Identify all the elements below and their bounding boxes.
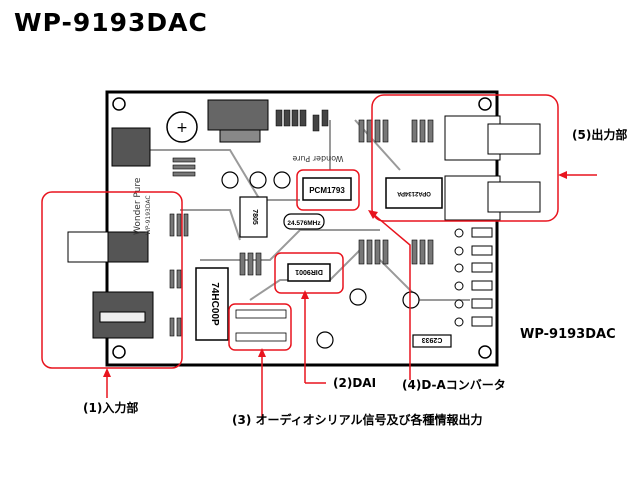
callout-dac: (4)D-Aコンバータ [402, 378, 506, 392]
crystal: 24.576MHz [283, 213, 325, 230]
page-title: WP-9193DAC [14, 8, 208, 37]
silkscreen-model: WP-9193DAC [145, 195, 152, 235]
capacitors [221, 171, 420, 349]
output-pins [454, 227, 493, 327]
arrowheads [103, 171, 567, 377]
callout-serial: (3) オーディオシリアル信号及び各種情報出力 [232, 413, 483, 427]
highlight-input [41, 191, 183, 369]
transistor-c2933: C2933 [412, 334, 452, 348]
callout-dai: (2)DAI [333, 376, 377, 390]
board-model-label: WP-9193DAC [520, 327, 616, 342]
jumpers [275, 109, 329, 132]
optical-input-connector [67, 231, 109, 263]
regulator-7805: 7805 [239, 196, 268, 238]
svg-text:DIR9001: DIR9001 [295, 268, 323, 275]
serial-header [235, 309, 287, 342]
chip-74hc00p: 74HC00P [195, 267, 229, 341]
highlight-dac [296, 169, 360, 211]
dc-jack [111, 127, 151, 167]
heatsink-regulator [207, 99, 269, 131]
svg-text:OPA2134PA: OPA2134PA [396, 190, 430, 196]
chip-pcm1793: PCM1793 [302, 177, 352, 201]
svg-text:C2933: C2933 [422, 336, 443, 343]
electrolytic-capacitor [166, 111, 198, 143]
silkscreen-brand-2: Wonder Pure [292, 154, 343, 163]
traces [150, 119, 470, 301]
highlight-output [371, 94, 559, 222]
callout-input: (1)入力部 [83, 401, 139, 415]
callout-output: (5)出力部 [572, 128, 628, 142]
svg-text:74HC00P: 74HC00P [209, 282, 220, 326]
svg-text:7805: 7805 [251, 209, 258, 225]
highlight-serial [228, 303, 292, 351]
resistor-arrays [169, 119, 434, 337]
svg-text:PCM1793: PCM1793 [309, 186, 345, 195]
svg-text:24.576MHz: 24.576MHz [287, 220, 321, 227]
chip-dir9001: DIR9001 [287, 263, 331, 282]
plus-icon: + [176, 120, 188, 136]
mounting-holes [112, 97, 492, 359]
highlight-dai [274, 252, 344, 294]
silkscreen-brand: Wonder Pure [133, 177, 143, 235]
chip-opa2134: OPA2134PA [385, 177, 443, 209]
arrow-dac [371, 212, 411, 380]
